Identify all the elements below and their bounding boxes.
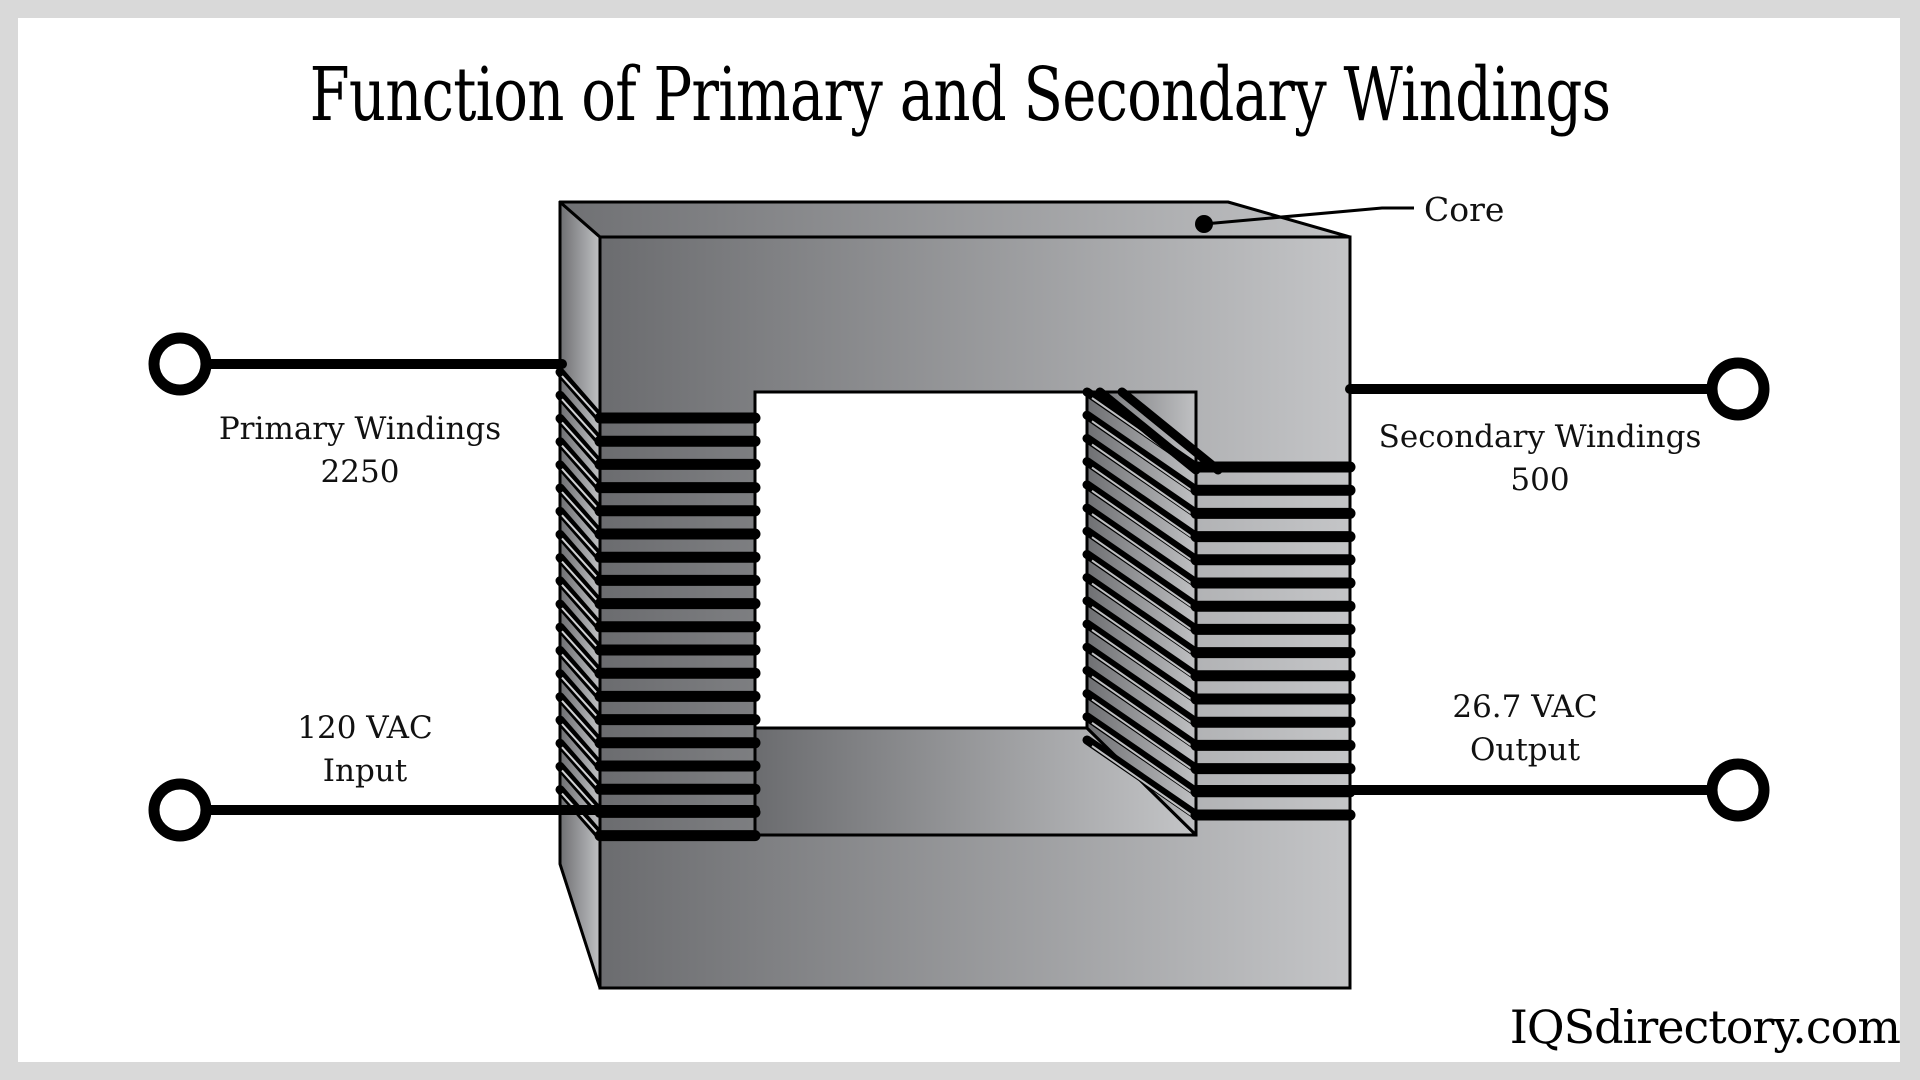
input-terminal-bottom xyxy=(148,778,212,842)
secondary-wrap-highlight xyxy=(1091,443,1195,517)
output-terminal-bottom xyxy=(1706,758,1770,822)
secondary-wrap-diagonal xyxy=(1117,387,1223,475)
secondary-wrap-diagonal xyxy=(1082,689,1201,774)
input-terminal-top xyxy=(148,332,212,396)
secondary-wrap-diagonal xyxy=(1082,457,1201,542)
primary-wrap-highlight xyxy=(561,676,599,719)
primary-wrap-highlight xyxy=(561,514,599,556)
secondary-windings-label: Secondary Windings 500 xyxy=(1350,416,1730,502)
secondary-wrap-diagonal xyxy=(1082,642,1201,727)
secondary-wrap-highlight xyxy=(1091,513,1195,586)
output-terminal-top xyxy=(1706,357,1770,421)
secondary-wrap-diagonal xyxy=(1082,433,1201,518)
primary-turns: 2250 xyxy=(320,454,400,490)
primary-wrap-highlight xyxy=(561,375,599,417)
input-voltage: 120 VAC xyxy=(297,710,433,746)
secondary-wrap-diagonal xyxy=(1082,596,1201,681)
output-voltage: 26.7 VAC xyxy=(1452,689,1598,725)
secondary-wrap-highlight xyxy=(1091,559,1195,633)
secondary-windings-title: Secondary Windings xyxy=(1378,419,1702,455)
primary-wrap-highlight xyxy=(561,398,599,440)
secondary-wrap-highlight xyxy=(1091,466,1195,540)
brand-watermark: IQSdirectory.com xyxy=(1509,1000,1901,1054)
input-voltage-label: 120 VAC Input xyxy=(230,707,500,793)
primary-wrap-highlight xyxy=(561,723,599,765)
secondary-wrap-highlight xyxy=(1091,605,1195,679)
secondary-wrap-highlight xyxy=(1091,675,1195,749)
primary-wrap-highlight xyxy=(561,700,599,742)
secondary-wrap-highlight xyxy=(1091,582,1195,656)
core-pointer xyxy=(1195,206,1414,233)
primary-wrap-highlight xyxy=(561,491,599,533)
secondary-wrap-highlight xyxy=(1091,536,1195,610)
secondary-wrap-diagonal xyxy=(1082,526,1201,611)
primary-wrap-highlight xyxy=(561,421,599,464)
secondary-wrap-diagonal xyxy=(1095,387,1201,475)
primary-wrap-highlight xyxy=(561,444,599,487)
primary-wrap-highlight xyxy=(561,653,599,696)
secondary-wrap-highlight xyxy=(1091,652,1195,726)
secondary-wrap-highlight xyxy=(1091,489,1195,563)
primary-wrap-highlight xyxy=(561,607,599,649)
secondary-wrap-diagonal xyxy=(1082,665,1201,750)
primary-wrap-highlight xyxy=(561,769,599,812)
primary-wrap-highlight xyxy=(561,630,599,672)
secondary-wrap-diagonal xyxy=(1082,735,1201,820)
core-label: Core xyxy=(1424,190,1505,229)
primary-wrap-highlight xyxy=(561,560,599,603)
secondary-wrap-diagonal xyxy=(1082,619,1201,704)
secondary-turns: 500 xyxy=(1510,462,1570,498)
secondary-wrap-highlight xyxy=(1091,420,1195,494)
secondary-wrap-highlight xyxy=(1091,745,1195,818)
core-front-face xyxy=(598,235,1352,990)
secondary-wrap-diagonal xyxy=(1082,573,1201,658)
secondary-wrap-diagonal xyxy=(1082,549,1201,634)
primary-windings-title: Primary Windings xyxy=(218,411,502,447)
primary-wrap-highlight xyxy=(561,584,599,626)
primary-wrap-highlight xyxy=(561,468,599,510)
secondary-wrap-diagonal xyxy=(1082,503,1201,588)
secondary-wrap-diagonal xyxy=(1082,712,1201,797)
core-top-face xyxy=(558,200,1352,239)
secondary-wrap-highlight xyxy=(1091,721,1195,795)
secondary-wrap-diagonal xyxy=(1082,410,1201,495)
primary-wrap-highlight xyxy=(561,537,599,580)
secondary-wrap-highlight xyxy=(1091,629,1195,702)
primary-wrap-highlight xyxy=(561,746,599,788)
secondary-wrap-highlight xyxy=(1091,698,1195,772)
secondary-wrap-diagonal xyxy=(1082,480,1201,565)
primary-windings-label: Primary Windings 2250 xyxy=(190,408,530,494)
diagram-title: Function of Primary and Secondary Windin… xyxy=(309,52,1612,138)
output-voltage-label: 26.7 VAC Output xyxy=(1390,686,1660,772)
secondary-winding xyxy=(1082,387,1356,821)
input-caption: Input xyxy=(322,753,408,789)
output-caption: Output xyxy=(1469,732,1581,768)
